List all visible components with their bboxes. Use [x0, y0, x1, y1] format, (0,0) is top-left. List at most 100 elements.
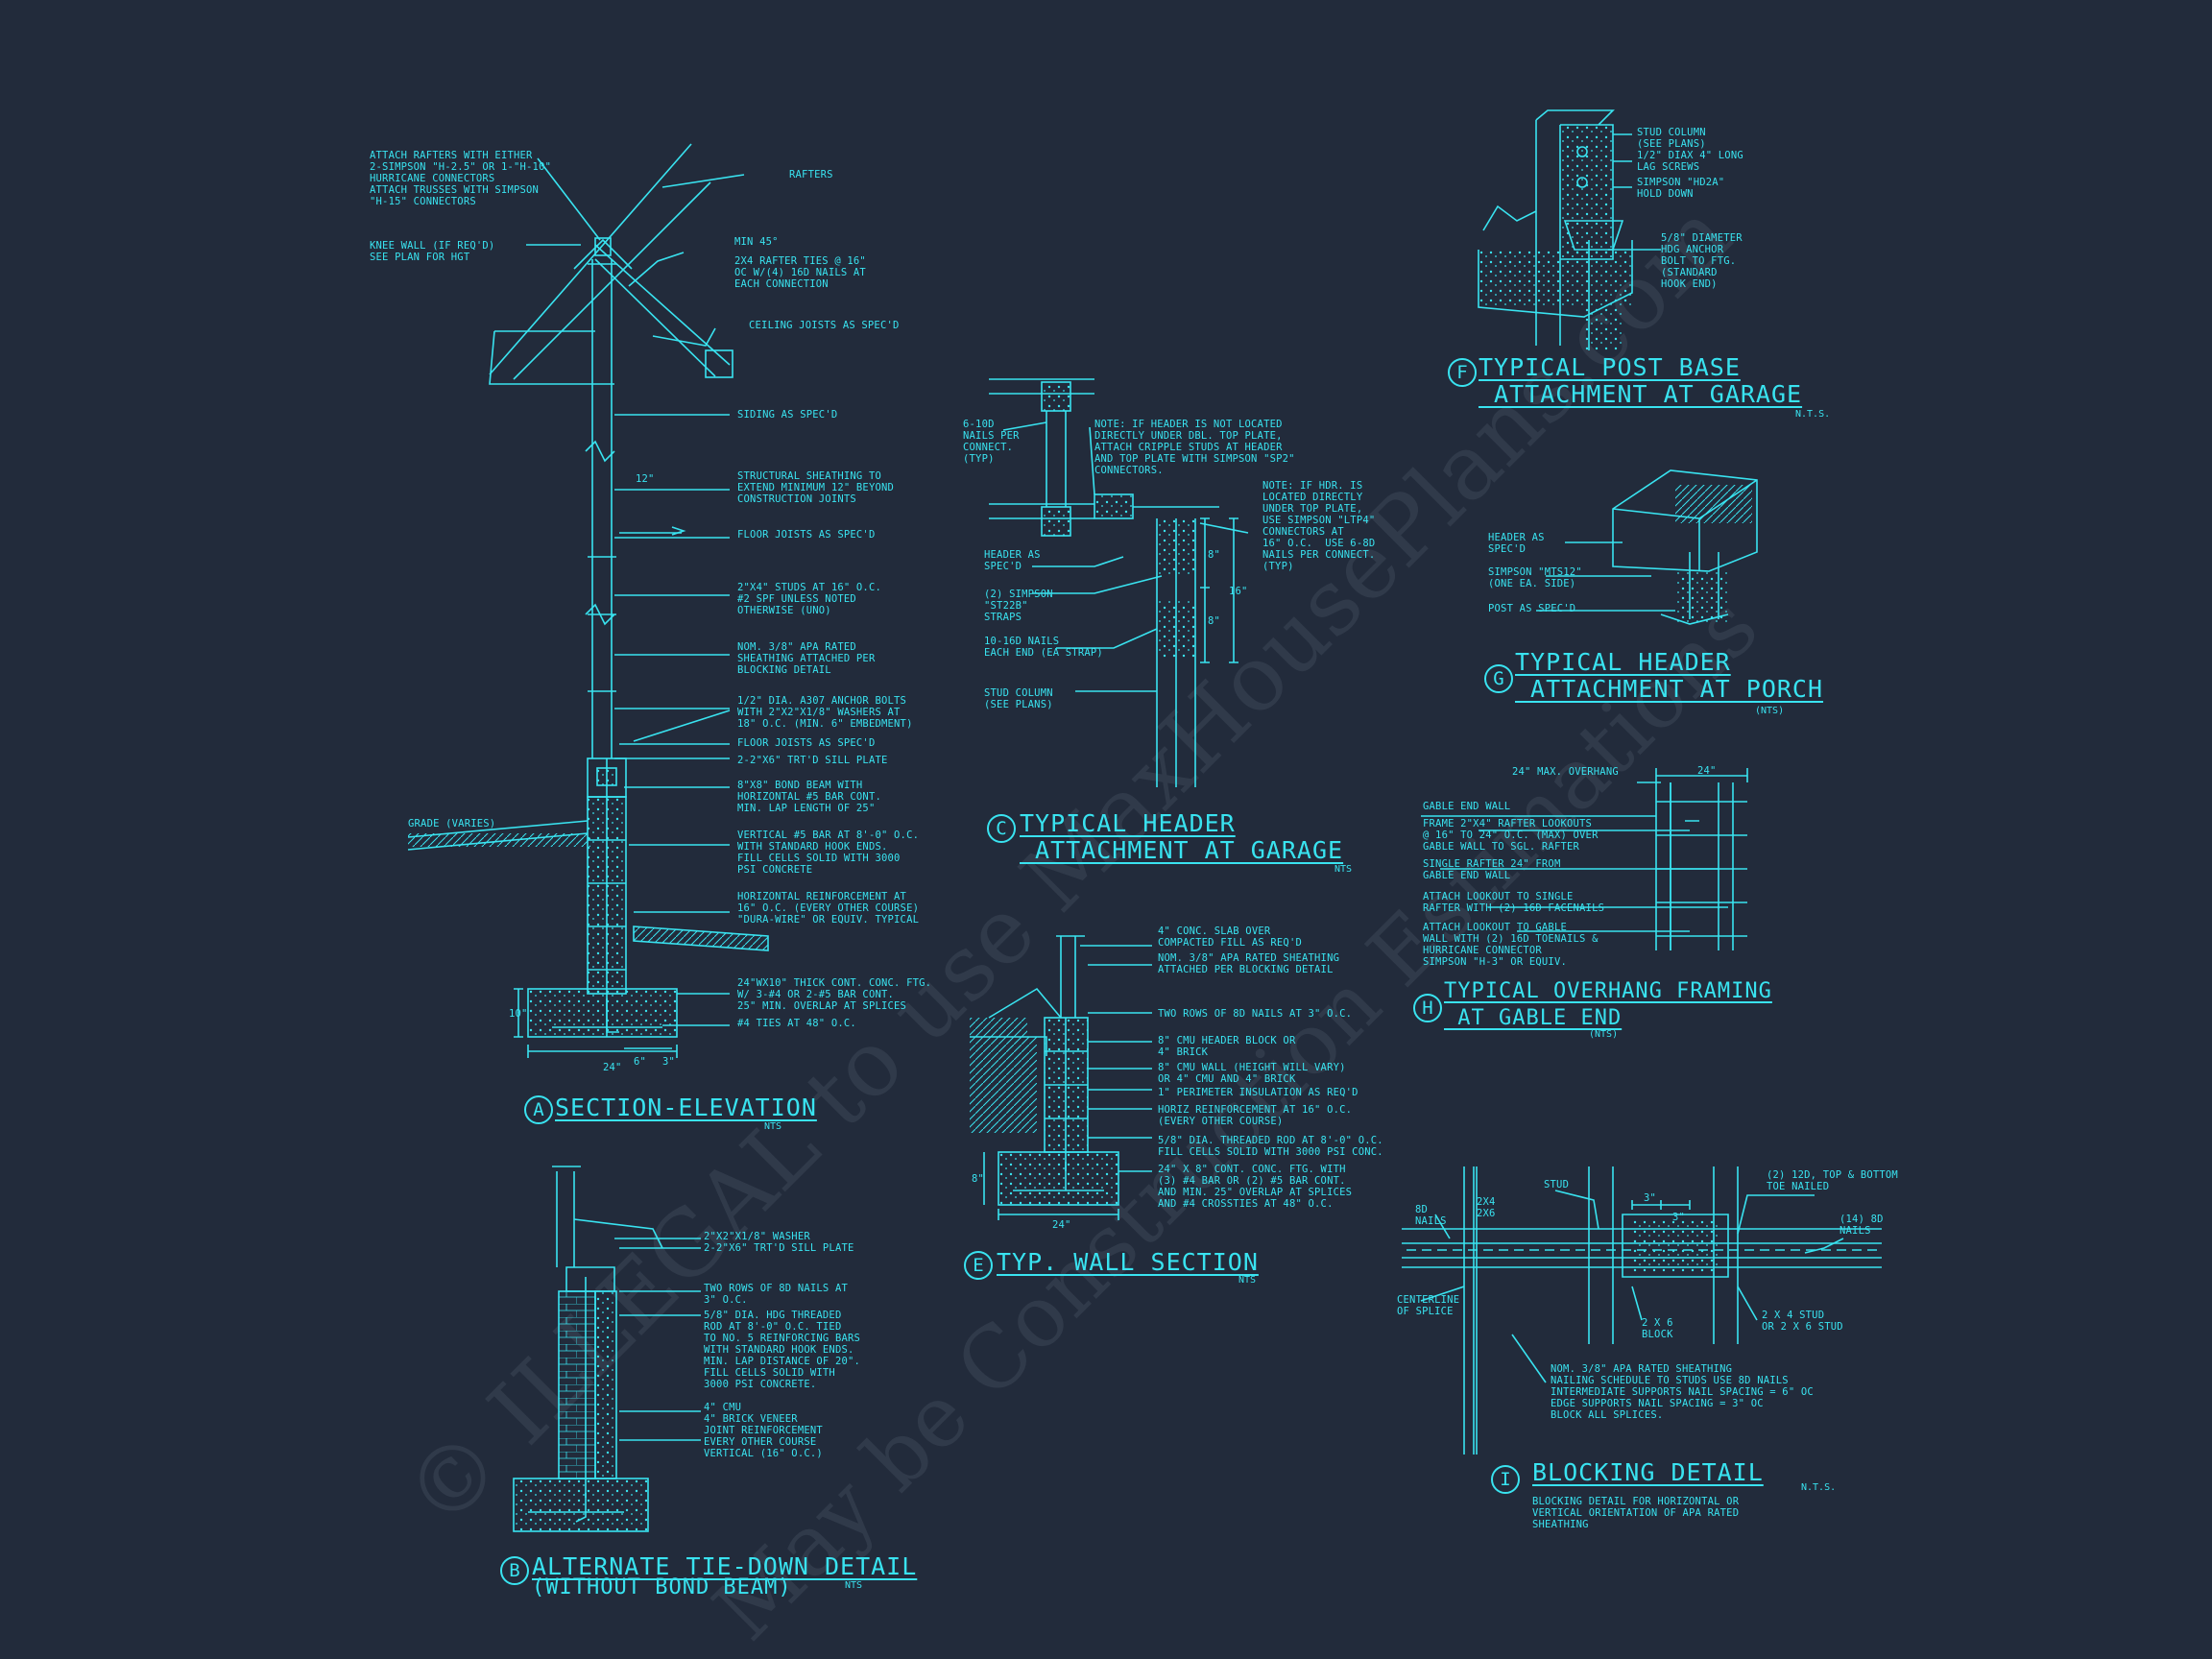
a-dim-6: 6": [634, 1056, 647, 1068]
a-note-siding: SIDING AS SPEC'D: [737, 409, 838, 421]
detail-g-drawing: [1536, 469, 1758, 625]
e-note-apa: NOM. 3/8" APA RATED SHEATHING ATTACHED P…: [1158, 952, 1340, 975]
a-note-ties: #4 TIES AT 48" O.C.: [737, 1018, 856, 1029]
detail-a-drawing: [407, 143, 769, 1058]
e-note-cmu-wall: 8" CMU WALL (HEIGHT WILL VARY) OR 4" CMU…: [1158, 1062, 1346, 1085]
e-note-insulation: 1" PERIMETER INSULATION AS REQ'D: [1158, 1087, 1358, 1098]
detail-c-drawing: [989, 378, 1249, 787]
f-detail-bubble: F: [1448, 358, 1477, 387]
e-note-horiz: HORIZ REINFORCEMENT AT 16" O.C. (EVERY O…: [1158, 1104, 1353, 1127]
a-note-floor-joists-1: FLOOR JOISTS AS SPEC'D: [737, 529, 876, 541]
g-note-mts: SIMPSON "MTS12" (ONE EA. SIDE): [1488, 566, 1582, 589]
detail-f-drawing: [1478, 109, 1661, 350]
i-note-toe: (2) 12d, TOP & BOTTOM TOE NAILED: [1767, 1169, 1898, 1192]
c-note-nails16: 10-16d NAILS EACH END (EA STRAP): [984, 636, 1103, 659]
b-note-rod: 5/8" DIA. HDG THREADED ROD AT 8'-0" O.C.…: [704, 1310, 861, 1390]
i-dim-3a: 3": [1644, 1192, 1657, 1204]
a-detail-bubble: A: [524, 1095, 553, 1124]
c-note-straps: (2) SIMPSON "ST22B" STRAPS: [984, 589, 1053, 623]
a-note-grade: GRADE (VARIES): [408, 818, 496, 830]
f-note-stud-col: STUD COLUMN (SEE PLANS): [1637, 127, 1706, 150]
a-note-anchor-bolts: 1/2" DIA. A307 ANCHOR BOLTS WITH 2"x2"x1…: [737, 695, 913, 730]
f-note-anchor: 5/8" DIAMETER HDG ANCHOR BOLT TO FTG. (S…: [1661, 232, 1743, 290]
i-note-nails14: (14) 8d NAILS: [1839, 1214, 1884, 1237]
e-detail-scale: NTS: [1238, 1275, 1257, 1286]
i-detail-title: BLOCKING DETAIL: [1532, 1458, 1764, 1486]
detail-b-drawing: [513, 1166, 701, 1532]
a-note-rafter-ties: 2x4 RAFTER TIES @ 16" OC W/(4) 16d NAILS…: [734, 255, 866, 290]
f-note-hd: SIMPSON "HD2A" HOLD DOWN: [1637, 177, 1725, 200]
c-dim-8a: 8": [1208, 549, 1221, 561]
h-dim-24: 24": [1697, 765, 1717, 777]
a-note-ceiling-joists: CEILING JOISTS AS SPEC'D: [749, 320, 900, 331]
h-note-single: SINGLE RAFTER 24" FROM GABLE END WALL: [1423, 858, 1561, 881]
c-detail-title: TYPICAL HEADER ATTACHMENT AT GARAGE: [1020, 809, 1344, 864]
b-note-veneer: 4" CMU 4" BRICK VENEER JOINT REINFORCEME…: [704, 1402, 823, 1459]
a-detail-scale: NTS: [764, 1121, 782, 1132]
a-note-vertical-bar: VERTICAL #5 BAR AT 8'-0" O.C. WITH STAND…: [737, 830, 920, 876]
a-note-apa: NOM. 3/8" APA RATED SHEATHING ATTACHED P…: [737, 641, 876, 676]
i-detail-scale: N.T.S.: [1801, 1482, 1837, 1493]
c-detail-scale: NTS: [1334, 864, 1353, 875]
e-note-header-block: 8" CMU HEADER BLOCK OR 4" BRICK: [1158, 1035, 1296, 1058]
c-note-2: NOTE: IF HDR. IS LOCATED DIRECTLY UNDER …: [1262, 480, 1376, 572]
a-note-min45: MIN 45°: [734, 236, 779, 248]
a-note-knee-wall: KNEE WALL (IF REQ'D) SEE PLAN FOR HGT: [370, 240, 495, 263]
e-dim-8: 8": [972, 1173, 985, 1185]
i-note-stud2: 2 X 4 STUD OR 2 X 6 STUD: [1762, 1310, 1843, 1333]
b-detail-scale: NTS: [845, 1580, 863, 1591]
c-note-stud-col: STUD COLUMN (SEE PLANS): [984, 687, 1053, 710]
a-dim-10: 10": [509, 1008, 528, 1020]
e-note-slab: 4" CONC. SLAB OVER COMPACTED FILL AS REQ…: [1158, 926, 1302, 949]
b-detail-title: ALTERNATE TIE-DOWN DETAIL: [532, 1552, 918, 1580]
f-note-lag: 1/2" DIAx 4" LONG LAG SCREWS: [1637, 150, 1743, 173]
c-note-1: NOTE: IF HEADER IS NOT LOCATED DIRECTLY …: [1094, 419, 1295, 476]
a-note-rafters: RAFTERS: [789, 169, 833, 180]
detail-i-drawing: [1402, 1166, 1882, 1455]
i-note-centerline: CENTERLINE OF SPLICE: [1397, 1294, 1460, 1317]
c-detail-bubble: C: [987, 814, 1016, 843]
b-detail-bubble: B: [500, 1556, 529, 1585]
e-note-nails: TWO ROWS OF 8d NAILS AT 3" O.C.: [1158, 1008, 1353, 1020]
i-note-stud: STUD: [1544, 1179, 1570, 1190]
i-note-apa: NOM. 3/8" APA RATED SHEATHING NAILING SC…: [1551, 1363, 1814, 1421]
detail-e-drawing: [970, 935, 1152, 1220]
c-note-nails: 6-10d NAILS PER CONNECT. (TYP): [963, 419, 1020, 465]
e-note-footing: 24" x 8" CONT. CONC. FTG. WITH (3) #4 BA…: [1158, 1164, 1353, 1210]
a-note-footing: 24"Wx10" THICK CONT. CONC. FTG. W/ 3-#4 …: [737, 977, 932, 1012]
e-detail-title: TYP. WALL SECTION: [997, 1248, 1259, 1276]
e-detail-bubble: E: [964, 1251, 993, 1280]
c-dim-16: 16": [1229, 586, 1248, 597]
h-note-overhang: 24" MAX. OVERHANG: [1512, 766, 1619, 778]
i-note-block: 2 X 6 BLOCK: [1642, 1317, 1673, 1340]
i-description: BLOCKING DETAIL FOR HORIZONTAL OR VERTIC…: [1532, 1496, 1740, 1530]
i-detail-bubble: I: [1491, 1465, 1520, 1494]
g-note-header: HEADER AS SPEC'D: [1488, 532, 1545, 555]
a-dim-12: 12": [636, 473, 655, 485]
g-detail-title: TYPICAL HEADER ATTACHMENT AT PORCH: [1515, 648, 1824, 703]
i-dim-3b: 3": [1672, 1212, 1686, 1223]
h-detail-bubble: H: [1413, 994, 1442, 1022]
a-dim-24: 24": [603, 1062, 622, 1073]
a-note-sill-plate: 2-2"x6" TRT'D SILL PLATE: [737, 755, 888, 766]
e-dim-24: 24": [1052, 1219, 1071, 1231]
h-note-attach2: ATTACH LOOKOUT TO GABLE WALL WITH (2) 16…: [1423, 922, 1599, 968]
h-note-attach1: ATTACH LOOKOUT TO SINGLE RAFTER WITH (2)…: [1423, 891, 1605, 914]
g-detail-scale: (NTS): [1755, 706, 1785, 716]
i-note-size: 2X4 2X6: [1477, 1196, 1496, 1219]
i-note-nails8d: 8d NAILS: [1415, 1204, 1447, 1227]
b-detail-subtitle: (WITHOUT BOND BEAM): [532, 1575, 792, 1599]
a-note-studs: 2"x4" STUDS AT 16" O.C. #2 SPF UNLESS NO…: [737, 582, 881, 616]
f-detail-scale: N.T.S.: [1795, 409, 1831, 420]
a-note-floor-joists-2: FLOOR JOISTS AS SPEC'D: [737, 737, 876, 749]
h-note-gable: GABLE END WALL: [1423, 801, 1511, 812]
b-note-nails: TWO ROWS OF 8d NAILS AT 3" O.C.: [704, 1283, 848, 1306]
g-note-post: POST AS SPEC'D: [1488, 603, 1576, 614]
a-note-horiz-reinf: HORIZONTAL REINFORCEMENT AT 16" O.C. (EV…: [737, 891, 920, 926]
h-detail-title: TYPICAL OVERHANG FRAMING AT GABLE END: [1444, 979, 1772, 1030]
g-detail-bubble: G: [1484, 664, 1513, 693]
a-note-rafter-attach: ATTACH RAFTERS WITH EITHER 2-SIMPSON "H-…: [370, 150, 552, 207]
a-note-bond-beam: 8"x8" BOND BEAM WITH HORIZONTAL #5 BAR C…: [737, 780, 881, 814]
detail-h-drawing: [1421, 768, 1748, 950]
